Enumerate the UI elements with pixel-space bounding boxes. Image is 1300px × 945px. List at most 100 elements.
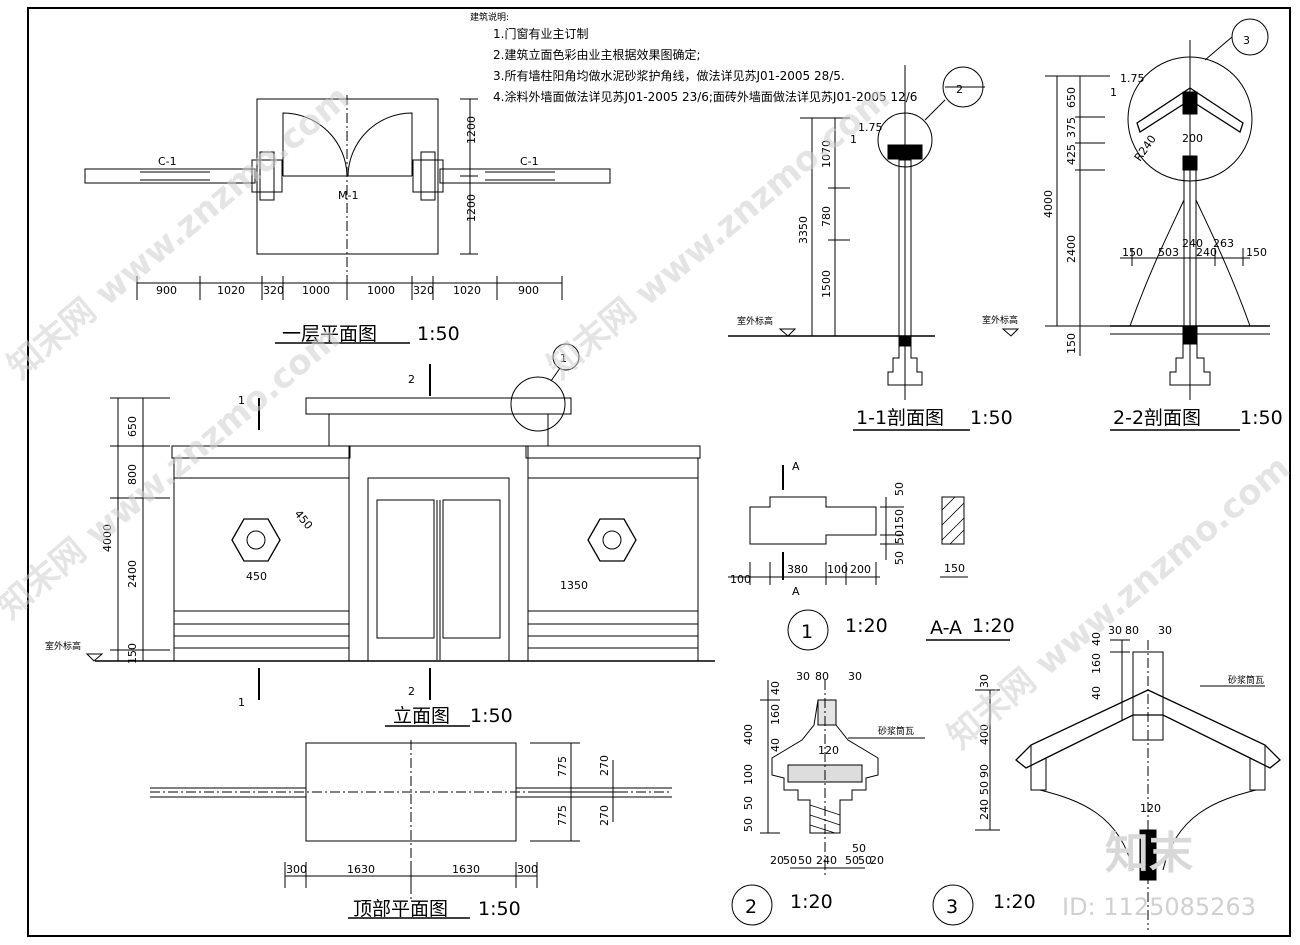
front-elevation: [85, 343, 715, 727]
d3-dim-t2: 30: [1158, 624, 1172, 637]
cut-2-bottom: 2: [408, 685, 415, 698]
footer: 知末 ID: 1125085263: [1062, 828, 1256, 921]
d2-label: 砂浆筒瓦: [878, 725, 914, 737]
d2-title-num: 2: [745, 896, 757, 918]
elevation-labels: 650 800 2400 150 4000 室外标高 450 450 1350 …: [45, 352, 588, 727]
d2-dim-b4: 50: [845, 854, 859, 867]
d2-dim-t0: 30: [796, 670, 810, 683]
plan-dim-5: 320: [413, 284, 434, 297]
elevation-scale: 1:50: [470, 705, 513, 727]
d1-title-num: 1: [801, 621, 813, 643]
section-2-2: [1001, 18, 1270, 431]
s22-dimh-3: 240: [1196, 246, 1217, 259]
detail-3-labels: 30 80 30 40 160 40 30 400 50 90 240 120 …: [946, 624, 1264, 918]
d2-dim-b2: 50: [798, 854, 812, 867]
s11-slope-base: 1: [850, 133, 857, 146]
aa-dim: 150: [944, 562, 965, 575]
d2-dim-t1: 80: [815, 670, 829, 683]
d1-dim-b0: 100: [730, 573, 751, 586]
s11-slope: 1.75: [858, 121, 883, 134]
roof-dim-b1: 1630: [347, 863, 375, 876]
d1-dim-r2: 50: [893, 530, 906, 544]
plan-title: 一层平面图: [282, 323, 377, 345]
s22-ground-label: 室外标高: [982, 314, 1018, 326]
ground-floor-plan: [84, 95, 611, 344]
s11-dim-2: 1500: [820, 270, 833, 298]
s22-dim-200: 200: [1182, 132, 1203, 145]
d2-dim-120: 120: [818, 744, 839, 757]
roof-dim-b0: 300: [286, 863, 307, 876]
plan-dim-3: 1000: [302, 284, 330, 297]
s22-slope-base: 1: [1110, 86, 1117, 99]
s11-ground-label: 室外标高: [737, 315, 773, 327]
plan-scale: 1:50: [417, 323, 460, 345]
d2-dim-l6: 50: [742, 818, 755, 832]
watermark-3: 知末网 www.znzmo.com: [940, 448, 1298, 757]
plan-dim-7: 900: [518, 284, 539, 297]
d2-dim-l0: 40: [769, 681, 782, 695]
plan-dim-0: 900: [156, 284, 177, 297]
d3-dim-l2: 40: [1090, 686, 1103, 700]
aa-title: A-A: [930, 617, 962, 639]
section-1-1-labels: 1070 780 1500 3350 1.75 1 室外标高 2 1-1剖面图 …: [737, 83, 1013, 429]
d2-dim-50: 50: [852, 842, 866, 855]
roof-plan: [150, 740, 672, 919]
d2-dim-b3: 240: [816, 854, 837, 867]
s22-dim-bottom: 150: [1065, 333, 1078, 354]
d2-dim-l5: 50: [742, 796, 755, 810]
d1-dim-r0: 50: [893, 482, 906, 496]
detail-2-labels: 30 80 30 40 160 40 400 100 50 50 20 50 5…: [742, 670, 914, 918]
note-3: 3.所有墙柱阳角均做水泥砂浆护角线，做法详见苏J01-2005 28/5.: [493, 68, 845, 83]
s22-callout: 3: [1243, 34, 1250, 47]
note-1: 1.门窗有业主订制: [493, 26, 588, 41]
s22-scale: 1:50: [1240, 407, 1283, 429]
s22-dimh-1: 503: [1158, 246, 1179, 259]
d3-dim-t0: 30: [1108, 624, 1122, 637]
s11-dim-1: 780: [820, 206, 833, 227]
footer-logo: 知末: [1105, 828, 1193, 879]
roof-dim-r1: 775: [556, 805, 569, 826]
d3-dim-l6: 90: [978, 764, 991, 778]
d2-dim-b5: 50: [858, 854, 872, 867]
d2-dim-l1: 160: [769, 704, 782, 725]
d3-scale: 1:20: [993, 891, 1036, 913]
sheet-frame: [27, 7, 1291, 937]
d1-section-label-bottom: A: [792, 585, 800, 598]
plan-dim-right-0: 1200: [465, 116, 478, 144]
door-label: M-1: [338, 189, 358, 202]
s22-dimh-5: 150: [1246, 246, 1267, 259]
roof-plan-labels: 775 775 270 270 300 1630 1630 300 顶部平面图 …: [286, 755, 611, 920]
s11-dim-0: 1070: [820, 140, 833, 168]
plan-dim-1: 1020: [217, 284, 245, 297]
d3-title-num: 3: [946, 896, 958, 918]
d3-dim-l3: 30: [978, 674, 991, 688]
s11-callout: 2: [956, 83, 963, 96]
elev-dim-3: 150: [126, 643, 139, 664]
d2-dim-b0: 20: [770, 854, 784, 867]
elev-wall-dim: 1350: [560, 579, 588, 592]
detail-2: [731, 680, 925, 926]
d2-dim-b1: 50: [783, 854, 797, 867]
roof-plan-title: 顶部平面图: [353, 898, 448, 920]
roof-plan-scale: 1:50: [478, 898, 521, 920]
elev-dim-total: 4000: [101, 524, 114, 552]
plan-dim-right-1: 1200: [465, 194, 478, 222]
cut-2-top: 2: [408, 373, 415, 386]
detail-3: [932, 639, 1281, 930]
d1-dim-b3: 200: [850, 563, 871, 576]
d3-dim-l0: 40: [1090, 632, 1103, 646]
d2-dim-t2: 30: [848, 670, 862, 683]
elev-ground-label: 室外标高: [45, 640, 81, 652]
elev-callout-1: 1: [560, 352, 567, 365]
detail-1-labels: A A 100 380 100 200 50 150 50 50 150 1 1…: [730, 460, 1015, 643]
window-left-label: C-1: [158, 155, 177, 168]
s11-scale: 1:50: [970, 407, 1013, 429]
d3-dim-l7: 240: [978, 799, 991, 820]
note-4: 4.涂料外墙面做法详见苏J01-2005 23/6;面砖外墙面做法详见苏J01-…: [493, 89, 917, 104]
d1-dim-r1: 150: [893, 509, 906, 530]
s11-title: 1-1剖面图: [856, 407, 944, 429]
d2-dim-l2: 40: [769, 738, 782, 752]
s22-dim-3: 2400: [1065, 235, 1078, 263]
plan-dim-6: 1020: [453, 284, 481, 297]
elev-hex-dim: 450: [246, 570, 267, 583]
